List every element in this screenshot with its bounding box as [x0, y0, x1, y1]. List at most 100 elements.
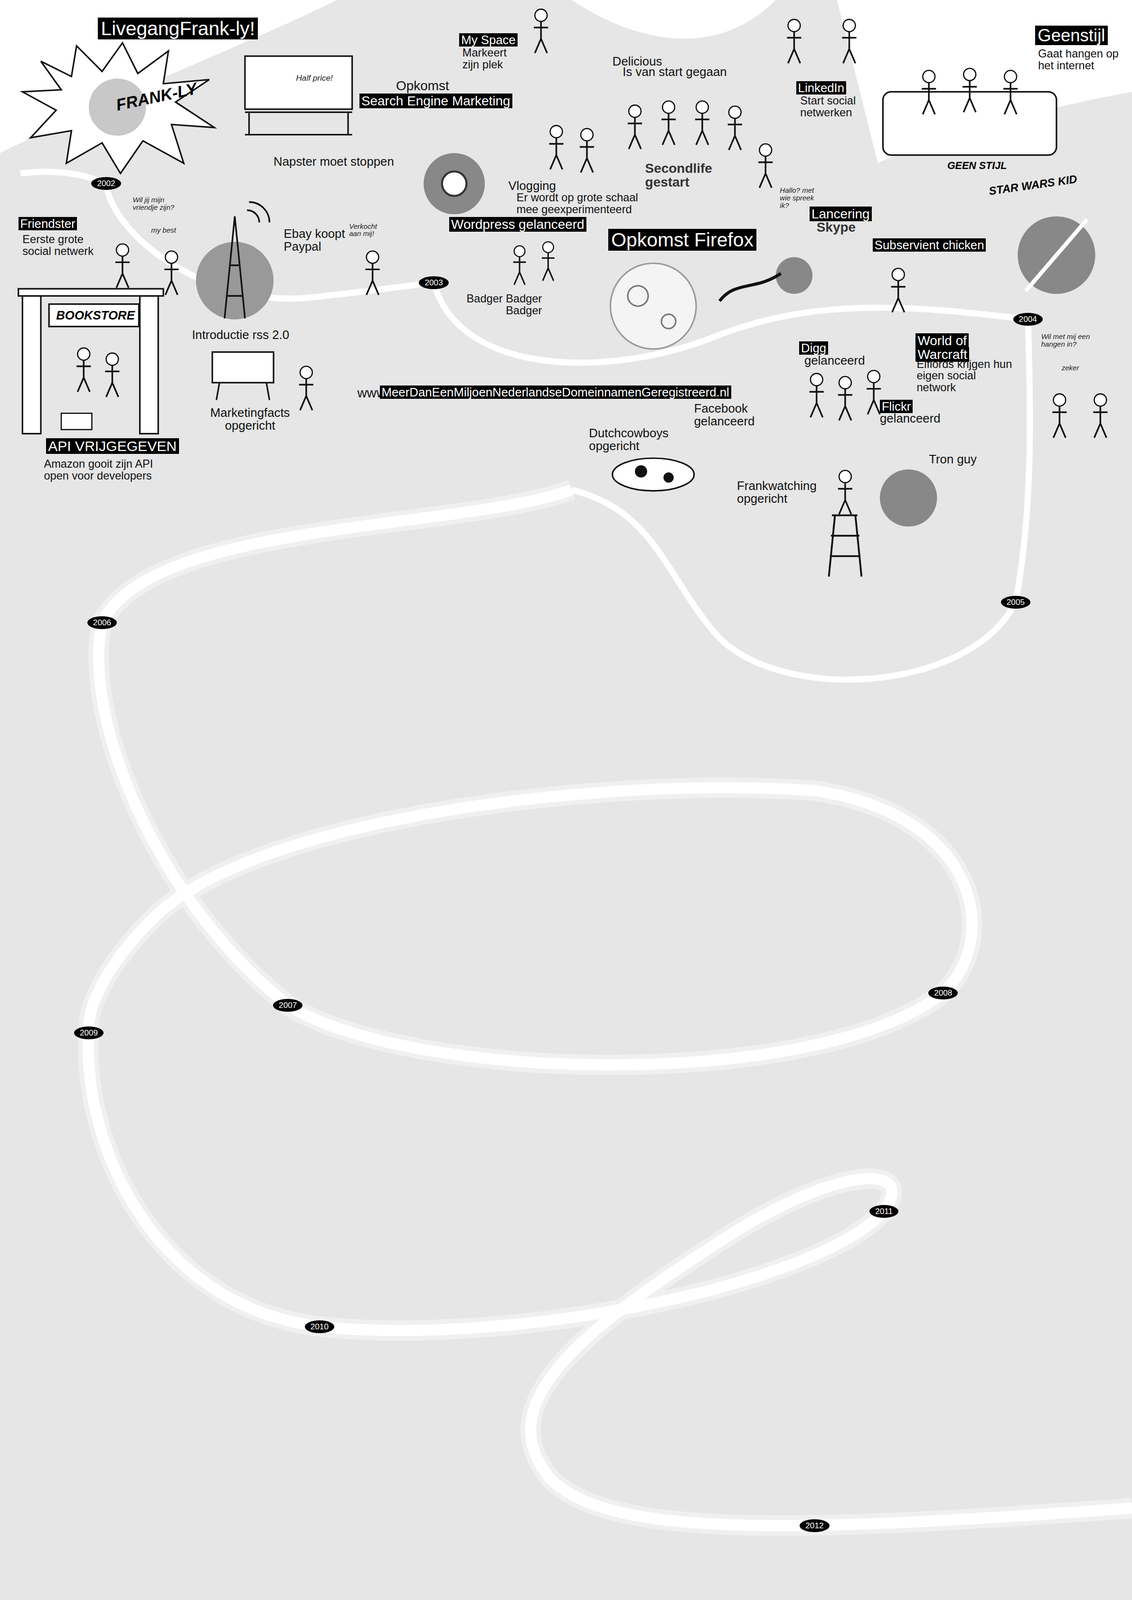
high-chair [829, 515, 862, 577]
caption-label: Tron guy [928, 452, 977, 466]
speech-text: zeker [1061, 363, 1080, 372]
title-text: LivegangFrank-ly! [97, 17, 258, 40]
highlight-label: Subservient chicken [872, 238, 986, 252]
highlight-label-box: LinkedIn [796, 81, 847, 95]
speech-text: Wil jij mijn vriendje zijn? [132, 195, 175, 212]
figure [758, 143, 773, 188]
year-marker: 2012 [799, 1519, 830, 1533]
speech-text: Hallo? met wie spreek ik? [779, 186, 814, 210]
caption-label-box: Markeert zijn plek [462, 47, 514, 71]
highlight-label-box: My Space [459, 33, 518, 47]
caption-label-box: Badger Badger Badger [455, 292, 543, 317]
radio-tower [224, 202, 270, 319]
year-text: 2012 [805, 1520, 824, 1531]
title-text-box: LivegangFrank-ly! [97, 18, 258, 39]
figure [365, 251, 380, 295]
caption-label: gelanceerd [804, 353, 866, 368]
caption-label-box: gelanceerd [804, 354, 866, 368]
grey-disc [423, 152, 485, 215]
highlight-label: Lancering [809, 206, 872, 222]
year-marker: 2009 [74, 1026, 104, 1040]
speech-text: Verkocht aan mij! [349, 222, 378, 238]
caption-label: gelanceerd [879, 411, 941, 425]
notice-board [212, 351, 274, 383]
highlight-label: My Space [459, 33, 518, 47]
figure [627, 104, 642, 149]
caption-label: Elflords krijgen hun eigen social networ… [916, 358, 1012, 395]
caption-label-box: Napster moet stoppen [273, 155, 395, 169]
caption-label: Ebay koopt Paypal [283, 226, 346, 254]
tentacle [719, 273, 782, 302]
firefox-bubble [661, 314, 676, 329]
caption-label: Eerste grote social netwerk [22, 233, 94, 258]
highlight-label-box: Flickr [879, 400, 913, 414]
highlight-label-box: Lancering [809, 207, 872, 221]
figure [841, 19, 857, 64]
figure [921, 70, 936, 114]
figure [579, 128, 595, 173]
caption-label-box: Introductie rss 2.0 [191, 328, 290, 342]
caption-label: Vlogging [508, 179, 557, 193]
firefox-bubble [627, 285, 649, 307]
figure [1003, 70, 1018, 114]
figure [104, 353, 120, 397]
cow [612, 458, 695, 491]
highlight-label: Digg [799, 341, 829, 355]
highlight-label-box: Friendster [18, 217, 78, 231]
speech-text-box: Wil met mij een hangen in? [1041, 332, 1095, 349]
year-text: 2007 [278, 1000, 297, 1010]
caption-label: Dutchcowboys opgericht [588, 426, 669, 453]
caption-label-box: Dutchcowboys opgericht [588, 426, 676, 453]
highlight-label-box: Wordpress gelanceerd [449, 217, 587, 232]
books [61, 413, 92, 430]
caption-label-box: Marketingfacts opgericht [209, 406, 292, 433]
caption-label: Is van start gegaan [622, 65, 727, 79]
grey-disc [1017, 216, 1095, 294]
caption-label: Opkomst [396, 78, 450, 94]
caption-label: Markeert zijn plek [462, 46, 507, 71]
figure [299, 366, 314, 411]
cow-spot [663, 472, 674, 483]
year-text: 2009 [79, 1028, 98, 1038]
white-swoosh [571, 0, 776, 39]
cow-spot [634, 465, 648, 478]
caption-label-box: Skype [816, 220, 856, 235]
year-text: 2003 [424, 277, 443, 288]
drawn-text: BOOKSTORE [56, 308, 135, 322]
lintel [18, 288, 164, 296]
figure [891, 268, 906, 312]
speech-text-box: Hallo? met wie spreek ik? [779, 186, 819, 209]
drawn-text-box: FRANK-LY [114, 79, 199, 114]
caption-label-box: Elflords krijgen hun eigen social networ… [916, 358, 1017, 394]
grey-disc [879, 469, 937, 527]
highlight-label: Wordpress gelanceerd [449, 216, 587, 232]
caption-label-box: Amazon gooit zijn API open voor develope… [43, 458, 175, 482]
column [140, 295, 159, 434]
figure [1052, 394, 1067, 438]
caption-label: Badger Badger Badger [466, 292, 543, 317]
wordpress-logo [442, 171, 467, 197]
year-marker: 2004 [1013, 312, 1043, 326]
highlight-label-box: Opkomst Firefox [608, 229, 757, 251]
figure [786, 19, 802, 64]
firefox-cloud [610, 263, 697, 350]
badger [513, 245, 527, 285]
highlight-label: MeerDanEenMiljoenNederlandseDomeinnamenG… [379, 385, 732, 399]
caption-label-box: Frankwatching opgericht [736, 479, 829, 506]
highlight-label: Flickr [879, 399, 913, 414]
speech-text: Half price! [295, 73, 333, 83]
figure [661, 101, 676, 145]
column [22, 295, 41, 434]
light-saber [1025, 219, 1087, 291]
caption-label-box: Start social netwerken [800, 94, 872, 119]
caption-label-box: Vlogging [508, 179, 557, 193]
caption-label: Frankwatching opgericht [736, 479, 817, 506]
caption-label: Marketingfacts opgericht [210, 405, 291, 433]
drawn-text-box: GEEN STIJL [947, 160, 1007, 172]
caption-label-box: Gaat hangen op het internet [1037, 47, 1126, 72]
speech-text-box: Half price! [295, 73, 333, 83]
figure [549, 125, 564, 170]
highlight-label: World of Warcraft [915, 333, 970, 362]
year-marker: 2006 [87, 616, 117, 630]
